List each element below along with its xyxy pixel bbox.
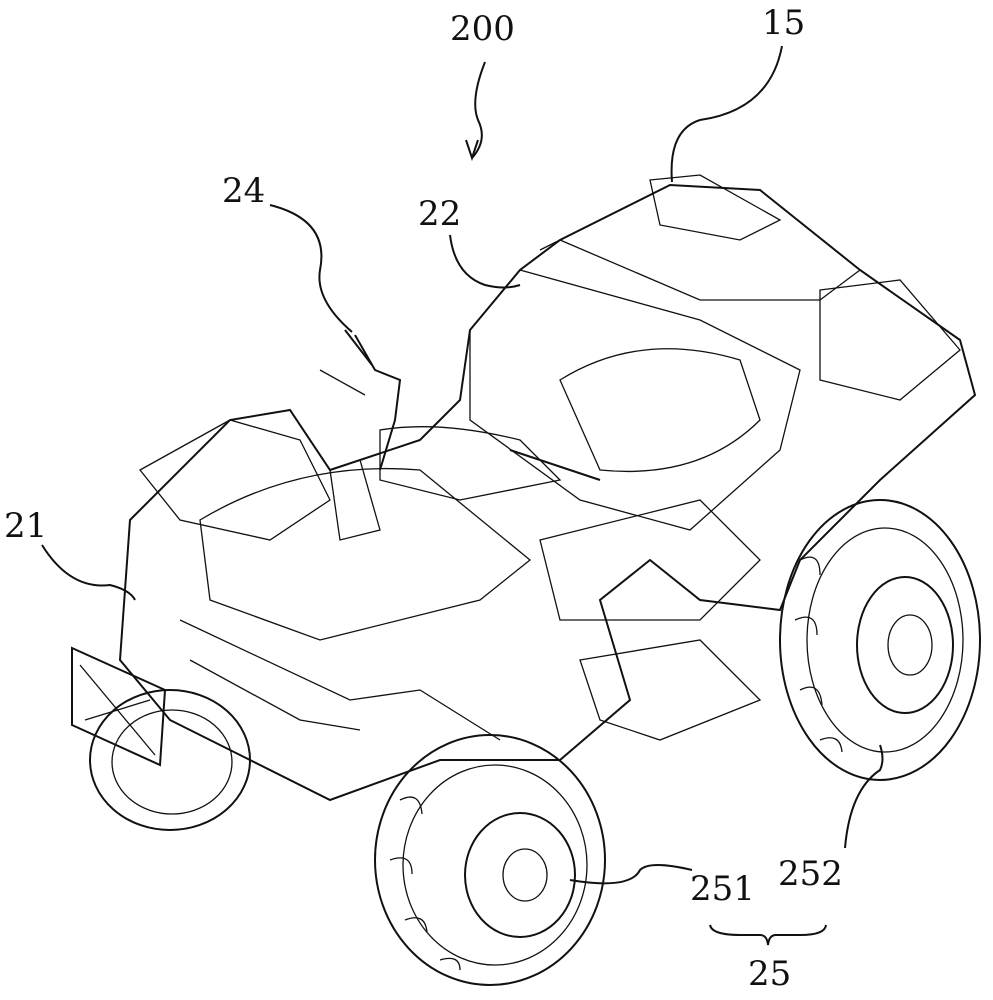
label-252: 252 [778, 854, 843, 894]
label-251: 251 [690, 869, 755, 909]
leader-200 [472, 62, 485, 158]
leader-15 [672, 46, 782, 182]
label-22: 22 [418, 194, 461, 234]
rear-wheel-252 [780, 500, 980, 780]
label-25: 25 [748, 954, 791, 994]
leader-22 [450, 235, 520, 288]
label-21: 21 [4, 506, 47, 546]
label-24: 24 [222, 171, 265, 211]
brace-25 [710, 925, 826, 945]
arrowhead-200 [466, 140, 478, 158]
leader-252 [845, 745, 883, 848]
handlebar-24 [320, 330, 600, 480]
leader-21 [42, 545, 135, 600]
label-200: 200 [450, 9, 515, 49]
front-wheel-251 [375, 735, 605, 985]
atv-body [120, 175, 975, 800]
leader-251 [570, 865, 692, 883]
leader-24 [270, 205, 352, 332]
label-15: 15 [762, 3, 805, 43]
